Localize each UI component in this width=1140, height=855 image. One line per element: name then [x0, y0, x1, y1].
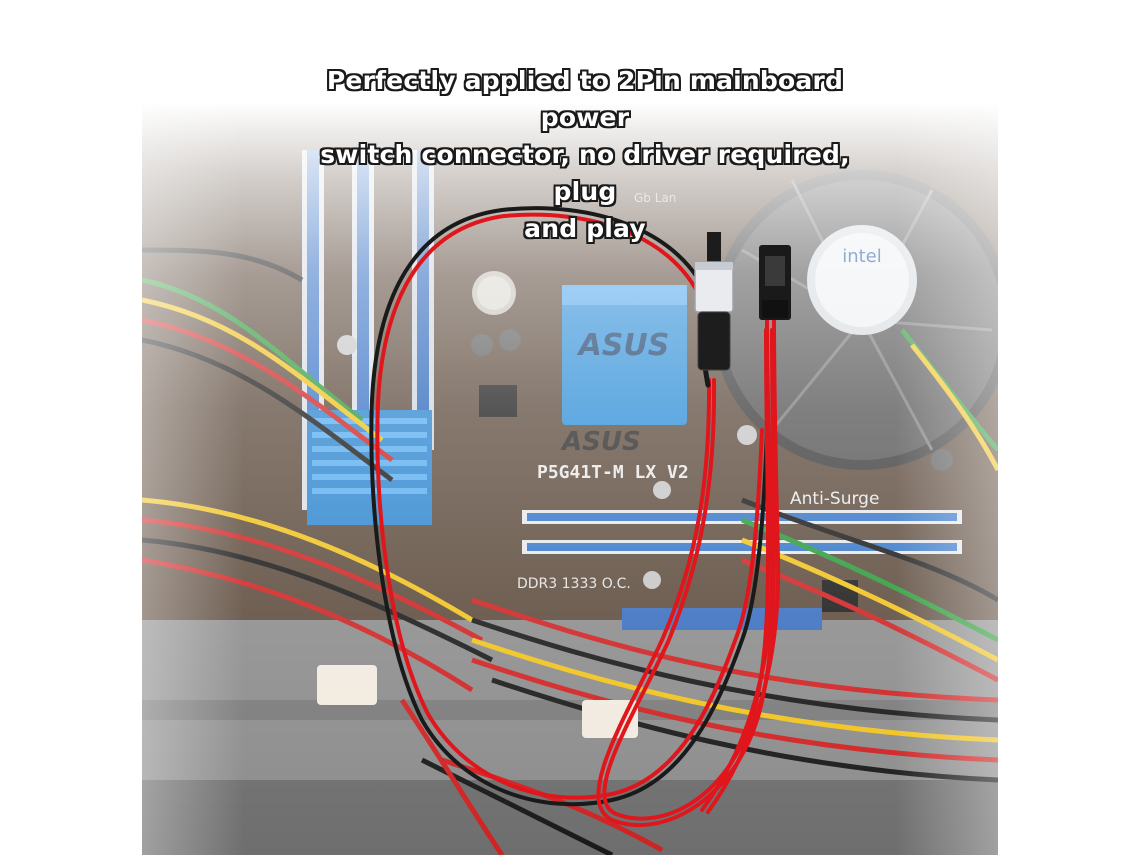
power-switch-cable: [369, 206, 791, 827]
caption-line-3: and play: [524, 214, 646, 243]
red-wire: [602, 328, 771, 821]
red-wire: [375, 212, 764, 800]
black-wire: [369, 206, 769, 807]
red-wire: [706, 318, 781, 814]
red-wire: [700, 318, 775, 812]
caption-line-2: switch connector, no driver required, pl…: [320, 140, 850, 206]
push-switch: [694, 232, 734, 371]
two-pin-connector: [759, 245, 791, 320]
product-caption: Perfectly applied to 2Pin mainboard powe…: [290, 62, 880, 247]
caption-line-1: Perfectly applied to 2Pin mainboard powe…: [326, 66, 844, 132]
